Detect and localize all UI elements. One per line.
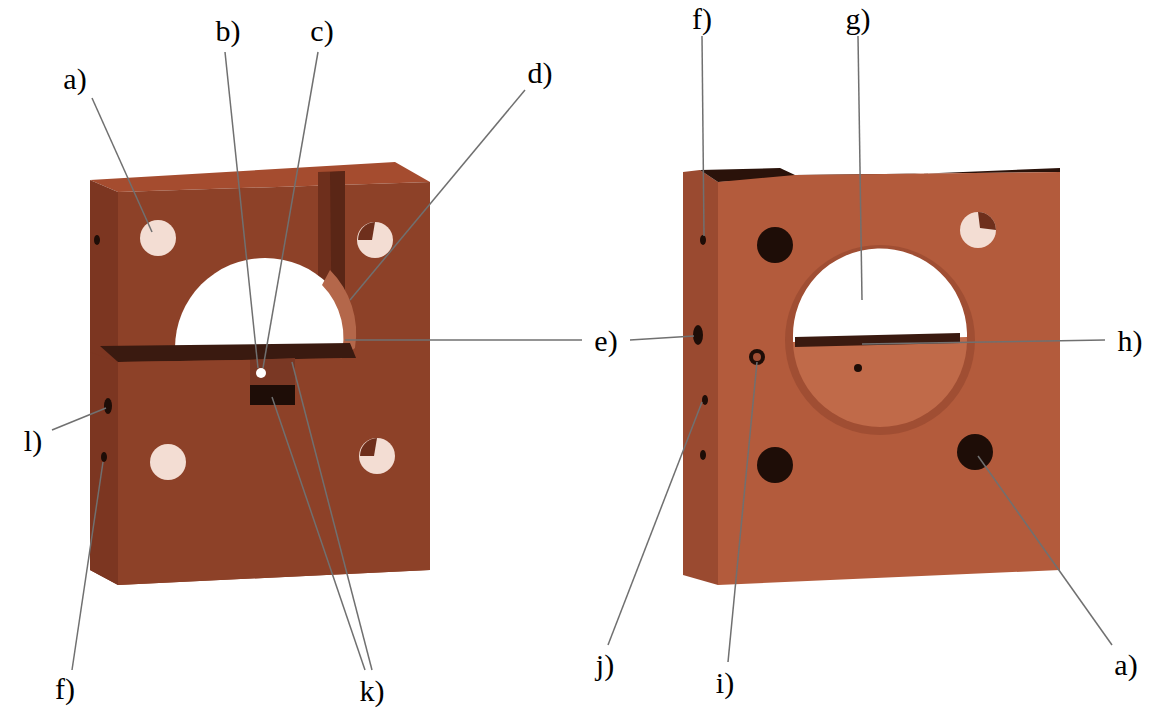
callout-letter: f) — [55, 672, 75, 705]
callout-letter: b) — [216, 14, 241, 47]
callout-letter: f) — [692, 2, 712, 35]
callout-letter: l) — [24, 424, 42, 457]
callout-letter: e) — [594, 324, 617, 357]
callout-letter: i) — [716, 666, 734, 699]
callout-letter: c) — [310, 14, 333, 47]
callout-letter: j) — [596, 648, 614, 681]
callout-letter: g) — [846, 2, 871, 35]
callout-letter: a) — [63, 62, 86, 95]
callout-letter: h) — [1118, 324, 1143, 357]
callout-letter: d) — [528, 56, 553, 89]
callout-letter: a) — [1114, 648, 1137, 681]
callout-letter: k) — [360, 674, 385, 707]
